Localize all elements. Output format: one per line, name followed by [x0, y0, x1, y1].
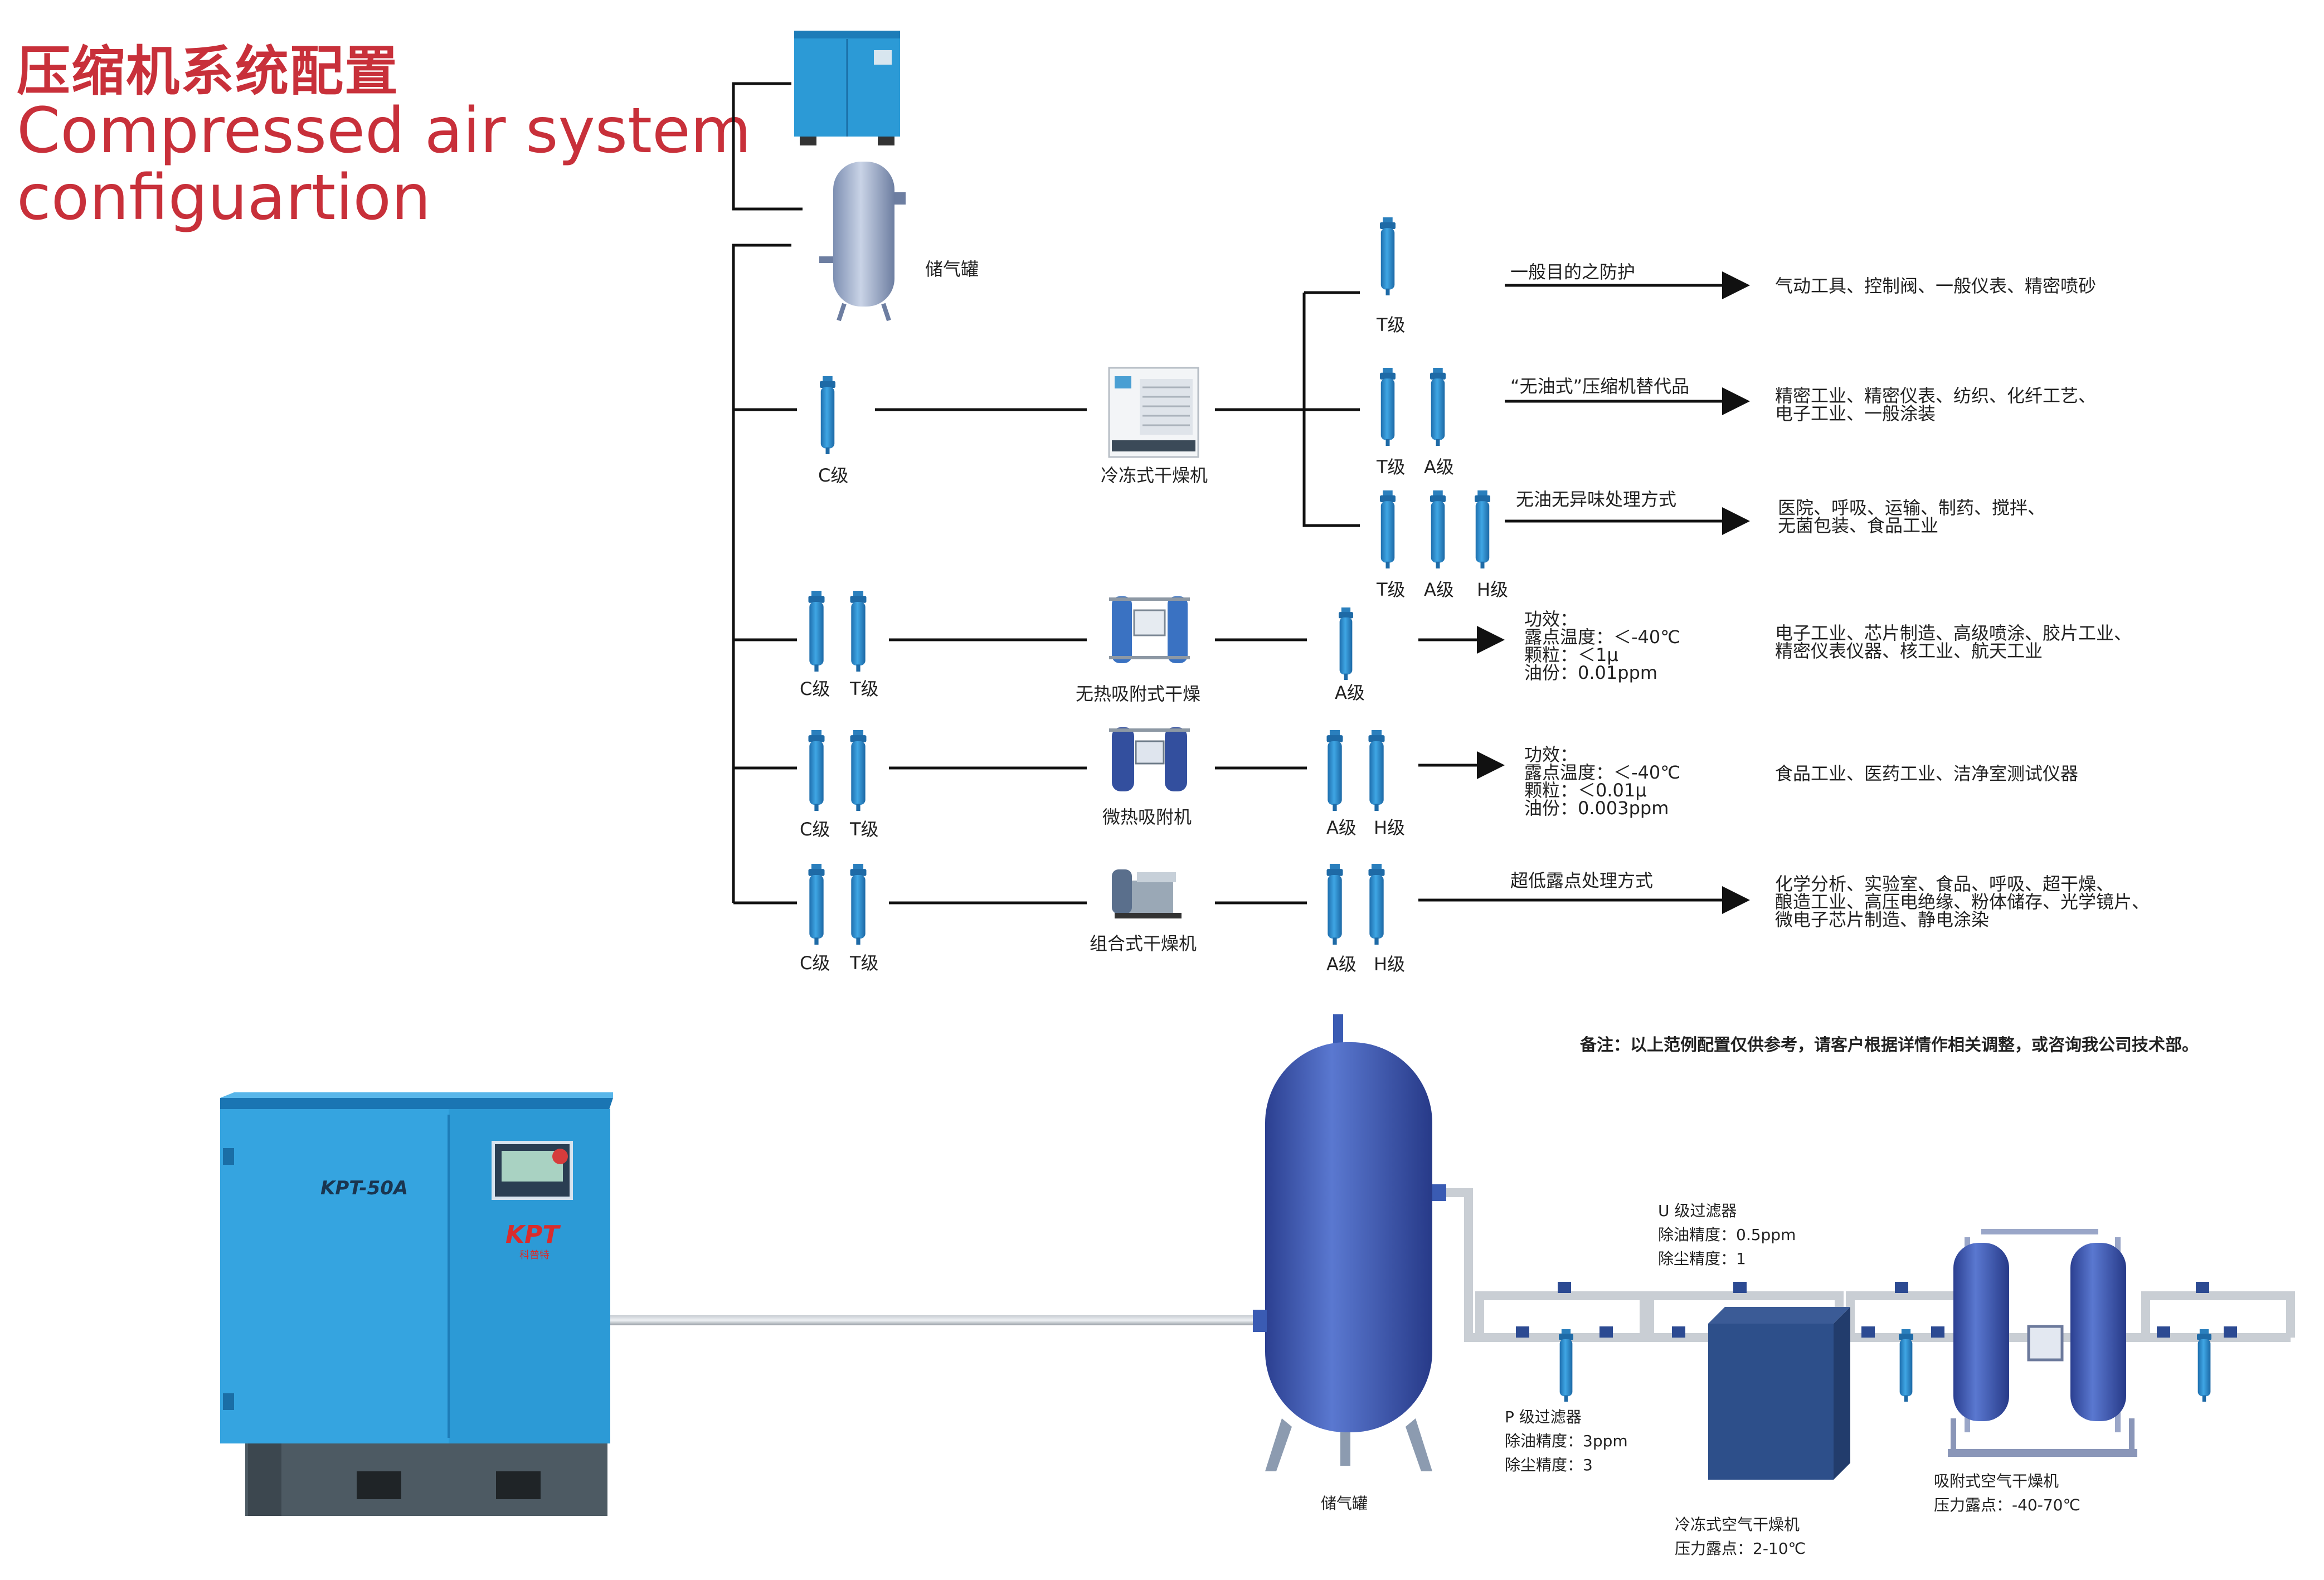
label-grade-t-row5: T级: [850, 819, 879, 840]
label-grade-t-a: T级: [1377, 314, 1406, 336]
app-row6-line1: 化学分析、实验室、食品、呼吸、超干燥、: [1775, 873, 2114, 894]
label-grade-a-row4: A级: [1335, 682, 1365, 703]
app-row2-line1: 精密工业、精密仪表、纺织、化纤工艺、: [1775, 385, 2097, 406]
label-combined-dryer: 组合式干燥机: [1090, 933, 1197, 954]
label-grade-a-row5: A级: [1326, 817, 1357, 838]
spec-heatless-dew: 露点温度：＜-40℃: [1524, 626, 1681, 648]
compressor-small-icon: [794, 31, 900, 145]
p-filter-dust: 除尘精度：3: [1505, 1456, 1593, 1474]
adsorption-dryer-title: 吸附式空气干燥机: [1934, 1472, 2059, 1490]
label-grade-h-row5: H级: [1374, 817, 1406, 838]
refrigerated-dryer-large-icon: [1708, 1307, 1850, 1480]
brand-logo-text: KPT: [505, 1221, 561, 1249]
connector-lines: [732, 82, 1360, 905]
label-grade-h-c: H级: [1477, 579, 1509, 600]
page-title-en-line2: configuartion: [17, 162, 431, 234]
spec-heatless-particle: 颗粒：＜1μ: [1524, 644, 1618, 665]
p-filter-title: P 级过滤器: [1505, 1408, 1582, 1426]
label-grade-t-row6: T级: [850, 952, 879, 974]
label-grade-a-b: A级: [1424, 456, 1454, 478]
app-row5-line1: 食品工业、医药工业、洁净室测试仪器: [1775, 763, 2079, 784]
adsorption-dryer-large-icon: [1948, 1229, 2137, 1457]
u-filter-dust: 除尘精度：1: [1658, 1250, 1746, 1268]
air-tank-large-icon: [1253, 1014, 1446, 1471]
micro-heat-dryer-icon: [1109, 727, 1190, 791]
compressor-model-label: KPT-50A: [320, 1177, 408, 1199]
label-grade-h-row6: H级: [1374, 954, 1406, 975]
valves: [1516, 1282, 2237, 1338]
label-grade-c-row1: C级: [818, 465, 849, 486]
arrows: [1418, 271, 1750, 914]
label-grade-t-c: T级: [1377, 579, 1406, 600]
main-pipe: [607, 1315, 1265, 1325]
footnote: 备注：以上范例配置仅供参考，请客户根据详情作相关调整，或咨询我公司技术部。: [1580, 1035, 2199, 1055]
label-method-general: 一般目的之防护: [1510, 261, 1636, 283]
label-grade-a-c: A级: [1424, 579, 1454, 600]
label-grade-t-row4: T级: [850, 678, 879, 699]
p-filter-oil: 除油精度：3ppm: [1505, 1432, 1628, 1450]
app-row6-line2: 酿造工业、高压电绝缘、粉体储存、光学镜片、: [1775, 891, 2150, 912]
label-method-oil-free-odorless: 无油无异味处理方式: [1516, 489, 1677, 510]
compressor-large-icon: [220, 1092, 613, 1516]
label-tank: 储气罐: [925, 259, 979, 280]
app-row3-line2: 无菌包装、食品工业: [1778, 515, 1939, 536]
label-refrigerated-dryer: 冷冻式干燥机: [1101, 465, 1208, 486]
label-method-oil-free-alt: “无油式”压缩机替代品: [1510, 376, 1690, 397]
refrigerated-dryer-icon: [1108, 367, 1199, 458]
adsorption-dryer-dew: 压力露点：-40-70℃: [1934, 1496, 2080, 1514]
app-row4-line2: 精密仪表仪器、核工业、航天工业: [1775, 640, 2043, 662]
u-filter-title: U 级过滤器: [1658, 1202, 1737, 1220]
label-grade-c-row6: C级: [800, 952, 830, 974]
spec-heatless-heading: 功效：: [1524, 609, 1578, 630]
spec-micro-dew: 露点温度：＜-40℃: [1524, 762, 1681, 783]
label-tank-bottom: 储气罐: [1321, 1494, 1368, 1513]
app-row2-line2: 电子工业、一般涂装: [1775, 403, 1936, 424]
spec-micro-heading: 功效：: [1524, 744, 1578, 765]
app-row6-line3: 微电子芯片制造、静电涂染: [1775, 909, 1990, 930]
air-tank-small-icon: [819, 162, 906, 322]
combined-dryer-icon: [1112, 869, 1182, 918]
label-grade-c-row5: C级: [800, 819, 830, 840]
page-title-en-line1: Compressed air system: [17, 95, 752, 167]
pipe-network: [1446, 1188, 2295, 1342]
fridge-dryer-dew: 压力露点：2-10℃: [1675, 1539, 1806, 1558]
heatless-dryer-icon: [1109, 596, 1190, 663]
label-grade-t-b: T级: [1377, 456, 1406, 478]
label-grade-a-row6: A级: [1326, 954, 1357, 975]
app-row1-line1: 气动工具、控制阀、一般仪表、精密喷砂: [1775, 275, 2097, 296]
app-row3-line1: 医院、呼吸、运输、制药、搅拌、: [1778, 497, 2046, 518]
spec-heatless-oil: 油份：0.01ppm: [1524, 662, 1658, 683]
app-row4-line1: 电子工业、芯片制造、高级喷涂、胶片工业、: [1775, 623, 2132, 644]
u-filter-oil: 除油精度：0.5ppm: [1658, 1226, 1796, 1244]
label-grade-c-row4: C级: [800, 678, 830, 699]
label-heatless-dryer: 无热吸附式干燥: [1076, 683, 1201, 704]
brand-logo-cn: 科普特: [519, 1250, 550, 1261]
label-micro-heat-dryer: 微热吸附机: [1102, 806, 1192, 828]
spec-micro-oil: 油份：0.003ppm: [1524, 798, 1669, 819]
page-title-cn: 压缩机系统配置: [17, 40, 399, 103]
fridge-dryer-title: 冷冻式空气干燥机: [1675, 1515, 1800, 1534]
spec-micro-particle: 颗粒：＜0.01μ: [1524, 780, 1647, 801]
label-method-ultra-low-dew: 超低露点处理方式: [1510, 870, 1654, 891]
